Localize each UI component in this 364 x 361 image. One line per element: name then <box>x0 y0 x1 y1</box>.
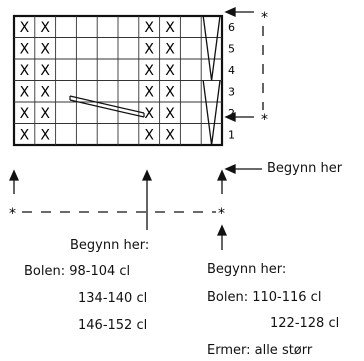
start-middle-heading: Begynn her: <box>70 238 150 253</box>
row-number-labels: 1 2 3 4 5 6 <box>228 21 235 142</box>
chart-x-symbol: X <box>20 84 30 100</box>
chart-x-symbol: X <box>20 41 30 57</box>
row-number: 5 <box>228 42 235 55</box>
start-lower-line-1: Bolen: 110-116 cl <box>207 290 322 305</box>
chart-edge-v-marks <box>202 15 221 146</box>
row-number: 6 <box>228 21 235 34</box>
chart-x-symbol: X <box>40 106 50 122</box>
chart-x-symbol: X <box>144 41 154 57</box>
start-middle-line-3: 146-152 cl <box>78 318 148 333</box>
arrow-up-lower-right <box>216 224 228 250</box>
arrow-up-left <box>8 169 20 194</box>
chart-x-symbol: X <box>165 84 175 100</box>
row-number: 2 <box>228 107 235 120</box>
start-lower-heading: Begynn her: <box>207 262 287 277</box>
row-number: 1 <box>228 128 235 141</box>
chart-x-symbol: X <box>20 63 30 79</box>
arrow-begynn-her-right <box>224 163 262 175</box>
cable-cross-symbol <box>69 95 145 118</box>
start-lower-line-3: Ermer: alle størr <box>207 343 313 358</box>
arrow-up-middle <box>141 169 153 230</box>
row-number: 4 <box>228 64 235 77</box>
row-number: 3 <box>228 85 235 98</box>
chart-x-symbol: X <box>20 127 30 143</box>
chart-x-symbol: X <box>165 63 175 79</box>
chart-x-symbol: X <box>40 20 50 36</box>
chart-x-symbol: X <box>144 106 154 122</box>
chart-x-symbol: X <box>165 127 175 143</box>
chart-x-symbol: X <box>165 106 175 122</box>
start-middle-line-1: Bolen: 98-104 cl <box>24 264 131 279</box>
chart-grid <box>12 14 224 147</box>
begynn-her-right-label: Begynn her <box>267 161 343 176</box>
chart-x-symbol: X <box>165 41 175 57</box>
chart-x-symbol: X <box>144 84 154 100</box>
arrow-up-right <box>216 169 228 194</box>
start-middle-line-2: 134-140 cl <box>78 291 148 306</box>
star-marker-bottom-left: * <box>9 206 16 222</box>
arrow-top-right <box>224 6 254 18</box>
chart-x-symbol: X <box>40 41 50 57</box>
chart-x-symbol: X <box>165 20 175 36</box>
star-marker-mid: * <box>261 112 268 128</box>
start-lower-line-2: 122-128 cl <box>270 316 340 331</box>
star-marker-bottom-right: * <box>218 206 225 222</box>
chart-x-symbol: X <box>20 20 30 36</box>
chart-x-symbol: X <box>40 127 50 143</box>
chart-x-symbol: X <box>144 63 154 79</box>
chart-x-symbol: X <box>144 127 154 143</box>
chart-edge-v-mark <box>202 80 221 146</box>
chart-x-symbol: X <box>20 106 30 122</box>
chart-edge-v-mark <box>202 15 221 81</box>
star-marker-top: * <box>261 10 268 26</box>
chart-x-symbol: X <box>40 63 50 79</box>
chart-x-symbol: X <box>40 84 50 100</box>
arrow-mid-right <box>224 111 254 123</box>
chart-x-symbol: X <box>144 20 154 36</box>
